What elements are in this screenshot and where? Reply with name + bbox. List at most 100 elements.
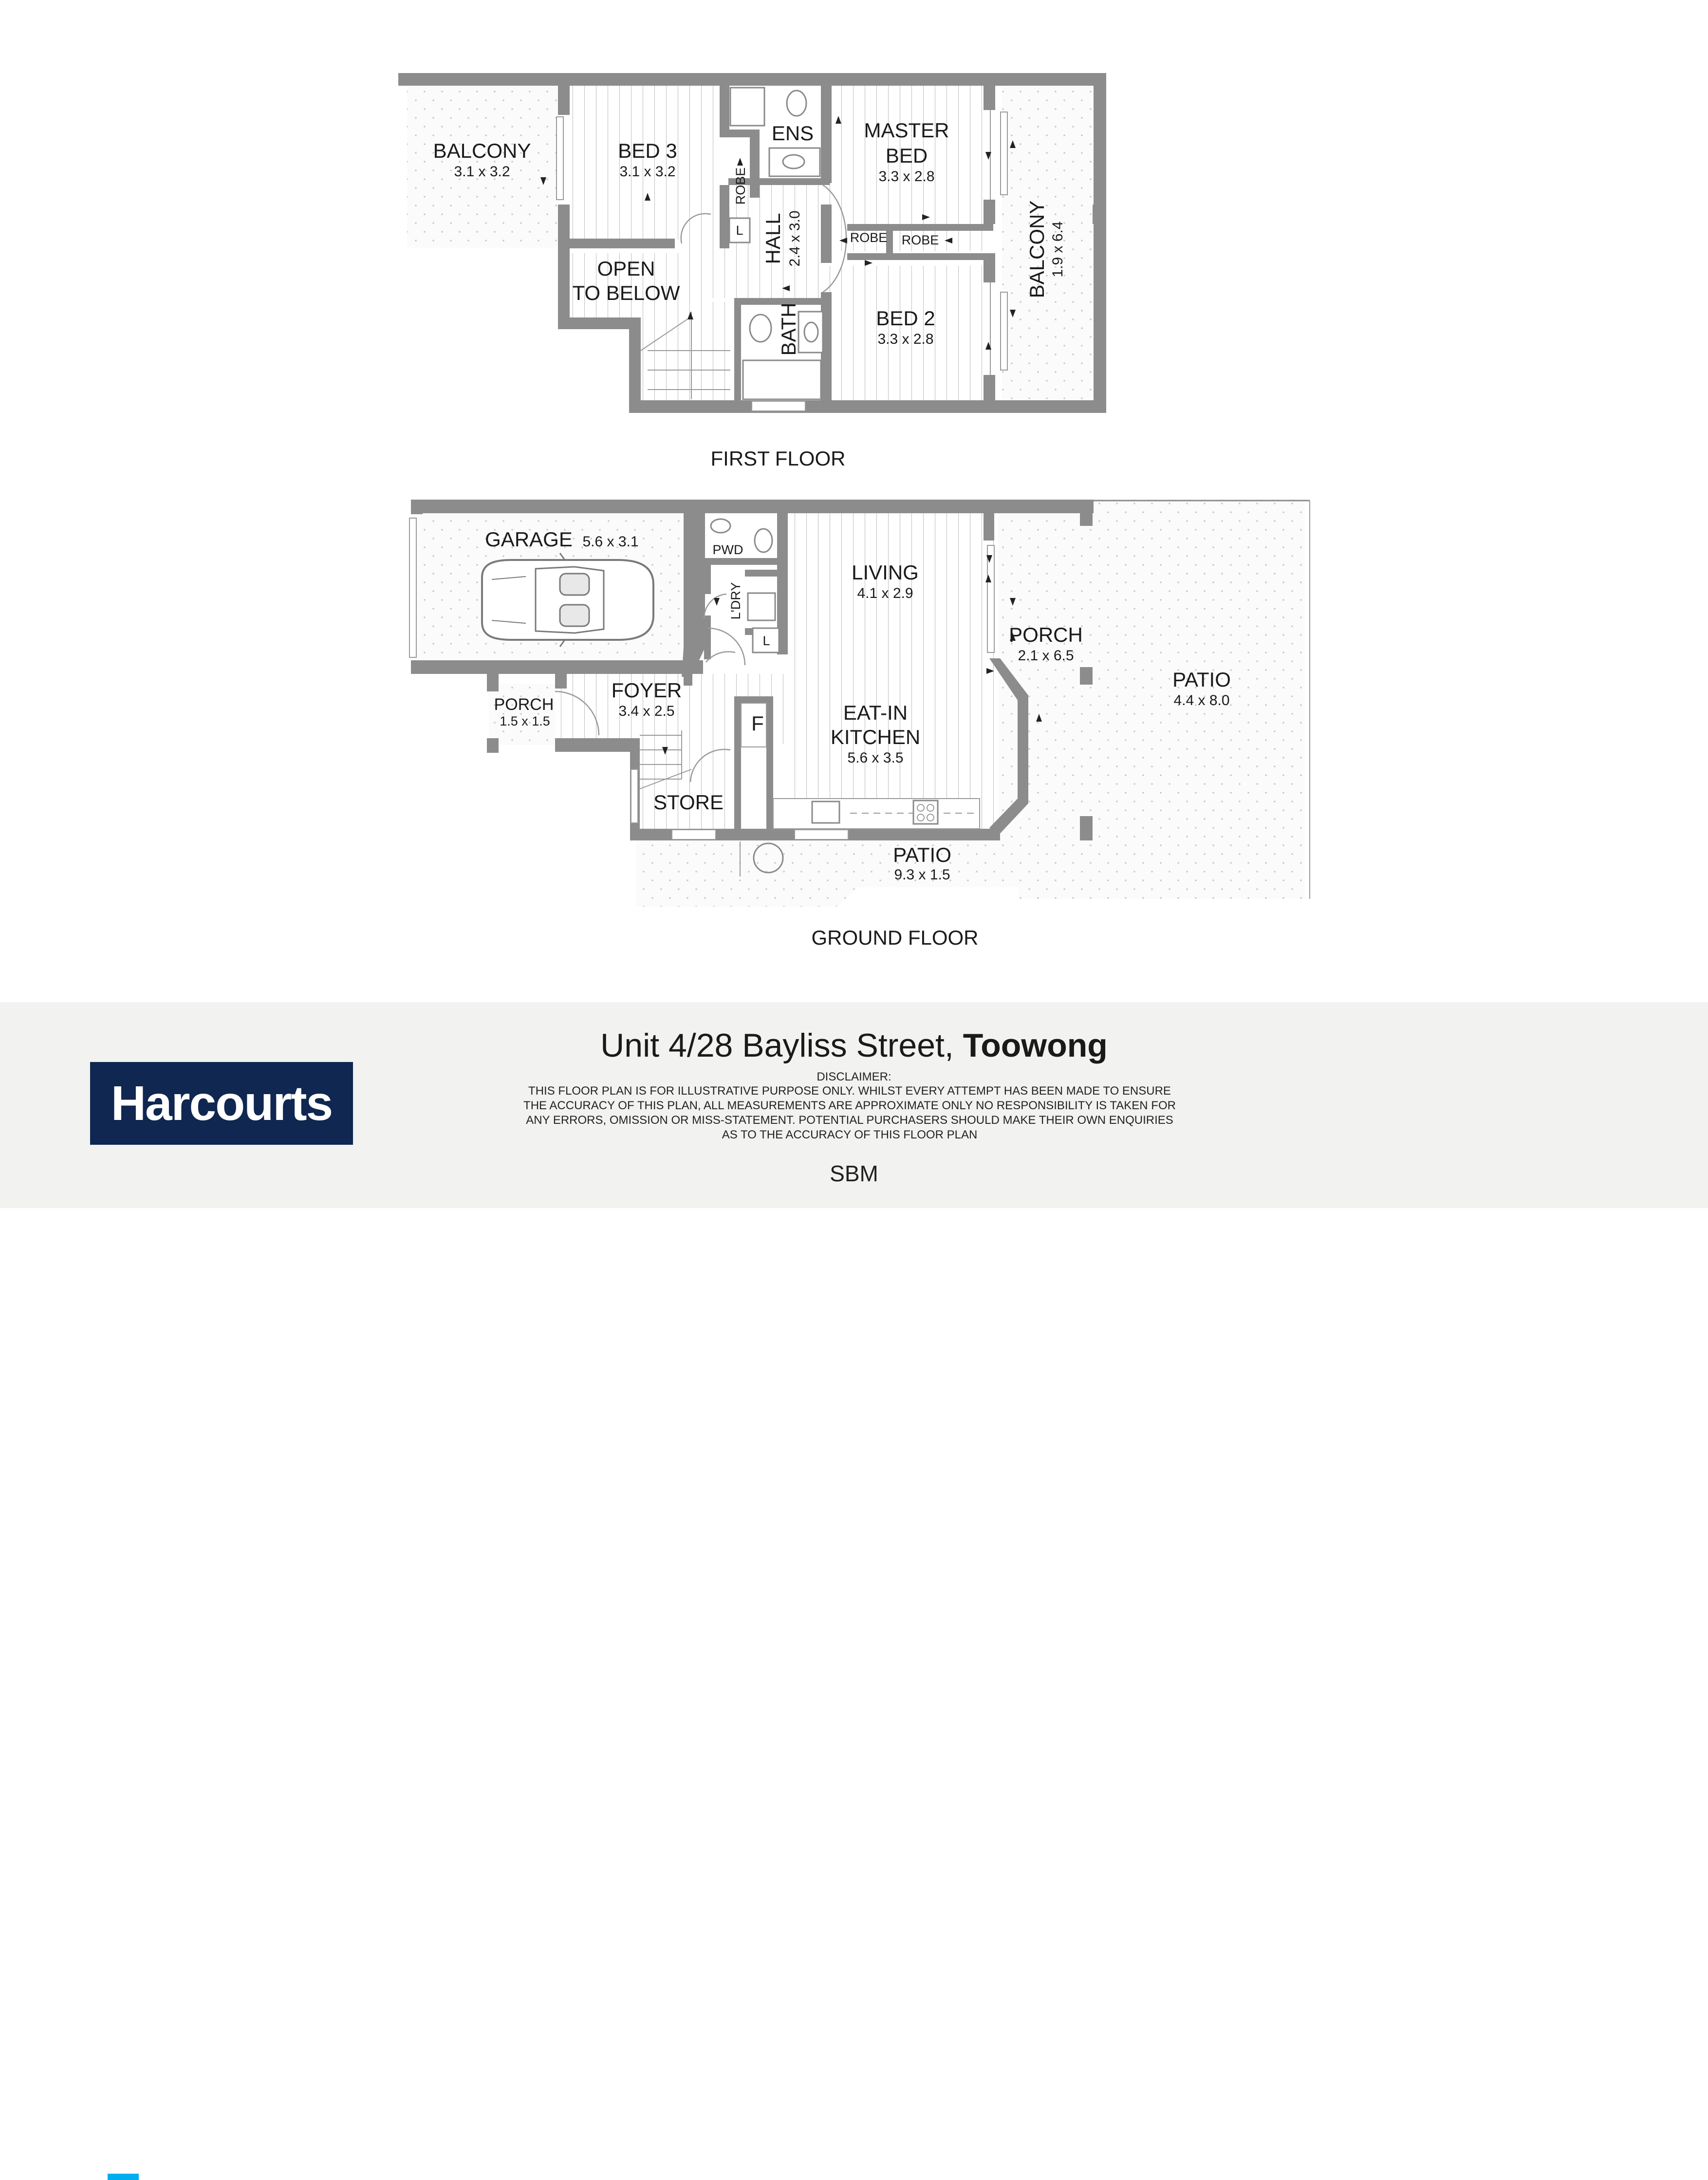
- wall: [720, 86, 729, 130]
- balcony-right-dims: 1.9 x 6.4: [1050, 221, 1066, 277]
- address-street: Unit 4/28 Bayliss Street,: [600, 1027, 954, 1064]
- wall: [734, 298, 832, 305]
- wall: [558, 73, 570, 88]
- bath-label: BATH: [777, 303, 800, 356]
- wall: [734, 696, 773, 703]
- sbm-maker-logo: SBM: [830, 1161, 878, 1186]
- balcony-right-label: BALCONY: [1025, 201, 1048, 298]
- porch-right-label: PORCH: [1009, 623, 1083, 646]
- wall: [555, 738, 638, 752]
- first-floor: BALCONY 3.1 x 3.2 BED 3 3.1 x 3.2 ROBE L…: [398, 73, 1106, 470]
- open-below-label-2: TO BELOW: [573, 281, 680, 304]
- bed3-label: BED 3: [618, 139, 677, 162]
- basin-fixture: [710, 518, 731, 534]
- hall-dims: 2.4 x 3.0: [787, 210, 803, 266]
- porch-right-dims: 2.1 x 6.5: [1018, 648, 1074, 664]
- window: [1000, 292, 1008, 371]
- window: [794, 829, 849, 840]
- wall: [487, 674, 499, 691]
- patio-bottom-area: [636, 837, 1093, 907]
- wall: [1094, 73, 1106, 413]
- store-area: [638, 740, 740, 834]
- wall: [704, 558, 779, 565]
- wall: [745, 570, 779, 577]
- car-icon: [481, 553, 654, 647]
- wall: [821, 205, 832, 263]
- linen-cupboard: [728, 217, 751, 243]
- patio-bottom-label: PATIO: [893, 843, 951, 866]
- wall: [984, 86, 995, 110]
- porch-left-dims: 1.5 x 1.5: [500, 714, 550, 728]
- wall: [684, 674, 692, 686]
- wall: [720, 185, 729, 248]
- foyer-label: FOYER: [612, 679, 682, 702]
- wall: [411, 660, 703, 674]
- ens-label: ENS: [772, 122, 814, 145]
- kitchen-label-2: KITCHEN: [831, 726, 920, 748]
- toilet-fixture: [749, 314, 772, 343]
- fridge-label: F: [751, 712, 764, 735]
- toilet-fixture: [754, 528, 773, 553]
- logo-accent-bar: [108, 2174, 139, 2180]
- fridge-space: [741, 703, 767, 747]
- window: [409, 518, 417, 658]
- wall: [734, 298, 741, 413]
- laundry-tub-fixture: [747, 592, 776, 621]
- balcony-right-area: [1002, 86, 1105, 409]
- master-bed-label-1: MASTER: [864, 119, 949, 142]
- bed2-label: BED 2: [876, 307, 935, 330]
- linen-cupboard: [752, 627, 780, 653]
- wall: [411, 500, 1094, 513]
- wall: [984, 375, 995, 413]
- wall: [777, 513, 788, 654]
- master-bed-dims: 3.3 x 2.8: [878, 168, 934, 185]
- wall: [728, 178, 830, 185]
- garage-dims: 5.6 x 3.1: [582, 534, 638, 550]
- first-floor-label: FIRST FLOOR: [711, 447, 846, 470]
- garage-label: GARAGE: [485, 528, 573, 551]
- wall: [1080, 816, 1093, 840]
- wall: [847, 224, 993, 231]
- shower-fixture: [729, 87, 765, 127]
- porch-left-area: [489, 684, 555, 745]
- foyer-dims: 3.4 x 2.5: [618, 703, 674, 719]
- wall: [555, 674, 567, 689]
- sbm-mark-text: SBM: [830, 1161, 878, 1186]
- wall: [847, 253, 993, 260]
- wall: [487, 738, 499, 753]
- wall: [558, 239, 675, 248]
- master-bed-label-2: BED: [886, 144, 928, 167]
- wall: [704, 615, 711, 659]
- window: [631, 769, 638, 823]
- wall: [558, 317, 641, 329]
- wall: [1080, 667, 1093, 685]
- meter-box: [753, 842, 784, 874]
- porch-right-area: [998, 512, 1093, 838]
- property-address: Unit 4/28 Bayliss Street, Toowong: [0, 1026, 1708, 1064]
- wall: [766, 696, 773, 833]
- wall: [411, 500, 423, 514]
- balcony-left-label: BALCONY: [433, 139, 531, 162]
- window: [987, 545, 995, 653]
- living-label: LIVING: [852, 561, 919, 584]
- robe-bed3-label: ROBE: [733, 168, 748, 205]
- patio-right-area: [1093, 501, 1305, 899]
- door-arrows: [662, 555, 1042, 755]
- wall: [984, 512, 994, 540]
- hall-label: HALL: [761, 213, 784, 264]
- patio-right-label: PATIO: [1172, 668, 1231, 691]
- open-below-label-1: OPEN: [597, 257, 655, 280]
- linen-first-label: L: [736, 223, 743, 238]
- wall: [558, 205, 570, 329]
- ground-floor: GARAGE 5.6 x 3.1 PWD L'DRY L LIVING 4.1 …: [409, 500, 1310, 949]
- window: [1000, 112, 1008, 195]
- pwd-label: PWD: [713, 542, 743, 557]
- wall: [704, 565, 711, 594]
- wall: [398, 73, 1106, 86]
- toilet-fixture: [786, 90, 807, 117]
- robe-master-b-label: ROBE: [902, 233, 939, 247]
- bed2-dims: 3.3 x 2.8: [877, 331, 933, 347]
- cooktop-fixture: [912, 800, 939, 825]
- stair-lines: [639, 730, 692, 789]
- balcony-left-dims: 3.1 x 3.2: [454, 164, 510, 180]
